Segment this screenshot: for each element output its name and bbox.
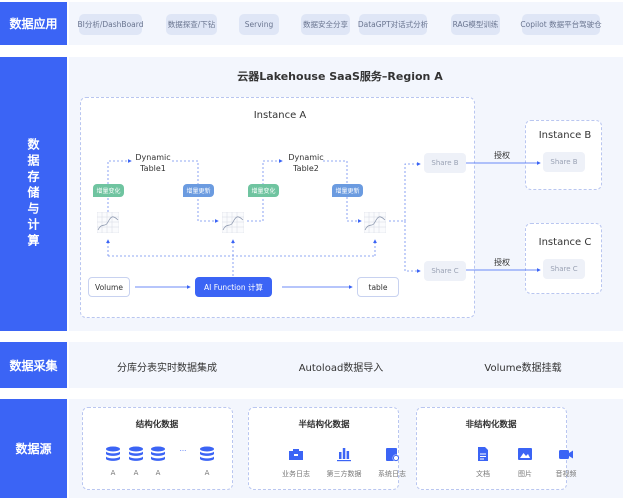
instance-a-box [80, 97, 475, 318]
database-icon [129, 446, 143, 461]
table-node[interactable]: table [357, 277, 399, 297]
instance-a-title: Instance A [253, 110, 307, 121]
dt2-line2: Table2 [293, 164, 319, 173]
unstructured-label: 文档 [476, 470, 490, 478]
row-label-storage: 数据存储与计算 [0, 57, 67, 331]
app-chip[interactable]: 数据安全分享 [301, 14, 350, 35]
unstructured-label: 图片 [518, 470, 532, 478]
badge-update: 增量更新 [183, 184, 214, 197]
app-chip[interactable]: DataGPT对话式分析 [358, 14, 428, 35]
db-label: A [110, 469, 116, 477]
ingest-item: 分库分表实时数据集成 [117, 363, 217, 374]
dt2-line1: Dynamic [288, 153, 324, 162]
badge-update: 增量更新 [332, 184, 363, 197]
db-label: A [133, 469, 139, 477]
badge-change: 增量变化 [93, 184, 124, 197]
ingest-item: Volume数据挂载 [484, 363, 562, 374]
structured-title: 结构化数据 [135, 420, 179, 430]
image-icon [518, 448, 532, 460]
app-chip[interactable]: Copilot 数据平台驾驶仓 [520, 14, 602, 35]
ingest-panel [69, 342, 623, 388]
ellipsis: ··· [179, 447, 187, 455]
semi-title: 半结构化数据 [298, 420, 350, 430]
row-label-ingest: 数据采集 [0, 342, 67, 388]
table-chart-icon [222, 212, 244, 233]
database-icon [200, 446, 214, 461]
briefcase-icon [289, 449, 303, 460]
video-icon [559, 450, 573, 459]
semi-box [248, 407, 399, 490]
row-label-sources: 数据源 [0, 399, 67, 498]
table-chart-icon [364, 212, 386, 233]
database-icon [106, 446, 120, 461]
dt1-line1: Dynamic [135, 153, 171, 162]
ingest-item: Autoload数据导入 [298, 363, 384, 374]
db-label: A [155, 469, 161, 477]
instance-c-box [525, 223, 602, 294]
row-label-apps: 数据应用 [0, 2, 67, 45]
bar-chart-icon [337, 448, 351, 462]
app-chip[interactable]: Serving [239, 14, 279, 35]
log-calendar-icon [386, 448, 400, 462]
dt1-line2: Table1 [140, 164, 166, 173]
semi-label: 系统日志 [378, 470, 406, 478]
instance-c-share[interactable]: Share C [543, 259, 585, 279]
app-chip[interactable]: RAG模型训练 [451, 14, 500, 35]
grant-label: 授权 [494, 151, 510, 160]
semi-label: 第三方数据 [326, 470, 362, 478]
unstructured-box [416, 407, 567, 490]
database-icon [151, 446, 165, 461]
table-chart-icon [97, 212, 119, 233]
grant-label: 授权 [494, 258, 510, 267]
instance-b-share[interactable]: Share B [543, 152, 585, 172]
semi-label: 业务日志 [282, 470, 310, 478]
instance-c-title: Instance C [538, 237, 592, 248]
unstructured-label: 音视频 [555, 470, 577, 478]
volume-node[interactable]: Volume [88, 277, 130, 297]
share-c[interactable]: Share C [424, 261, 466, 281]
apps-panel: BI分析/DashBoard 数据探查/下钻 Serving 数据安全分享 Da… [69, 2, 623, 45]
ai-function-node[interactable]: AI Function 计算 [195, 277, 272, 297]
instance-b-title: Instance B [538, 130, 592, 141]
app-chip[interactable]: 数据探查/下钻 [166, 14, 217, 35]
region-title: 云器Lakehouse SaaS服务–Region A [237, 70, 443, 83]
db-label: A [204, 469, 210, 477]
share-b[interactable]: Share B [424, 153, 466, 173]
app-chip[interactable]: BI分析/DashBoard [78, 14, 143, 35]
unstructured-title: 非结构化数据 [465, 420, 517, 430]
document-icon [478, 447, 488, 461]
badge-change: 增量变化 [248, 184, 279, 197]
